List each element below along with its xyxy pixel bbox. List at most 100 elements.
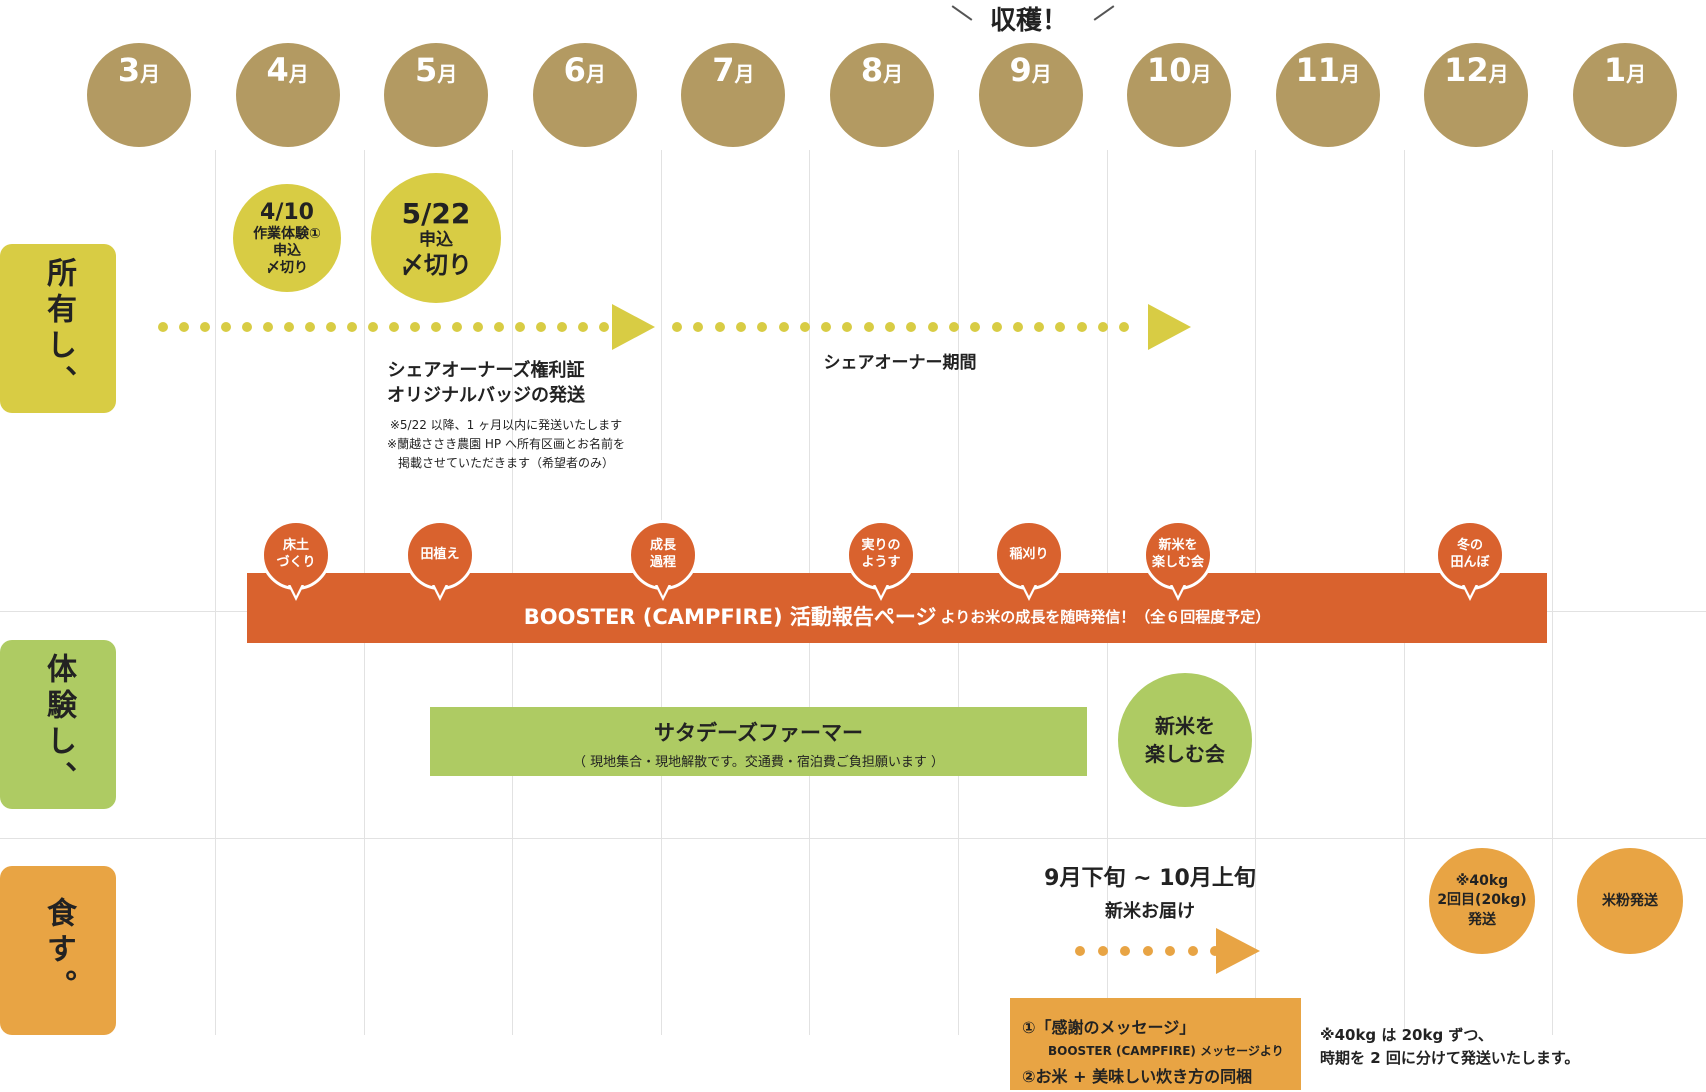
second-shipment: ※40kg 2回目(20kg) 発送 [1429,848,1535,954]
dot [242,322,252,332]
activity-report-link[interactable]: BOOSTER (CAMPFIRE) 活動報告ページ [523,605,937,629]
dot [284,322,294,332]
dot [693,322,704,332]
month-number: 9 [1009,51,1032,89]
box-line: ①「感謝のメッセージ」 [1022,1018,1196,1037]
dot [970,322,981,332]
dot [672,322,682,332]
dot [515,322,525,332]
dot [347,322,357,332]
pin-label: 成長過程 [650,538,676,572]
dot [1055,322,1066,332]
row-label-eat: 食す。 [0,866,116,1035]
pin-line: づくり [276,555,316,570]
note: ※40kg は 20kg ずつ、 [1320,1026,1493,1044]
grid-line [215,150,216,1035]
dot [599,322,609,332]
month-number: 11 [1295,51,1341,89]
pin-line: 稲刈り [1009,546,1049,562]
month-number: 10 [1146,51,1192,89]
grid-line [0,838,1706,839]
pin-label: 田植え [420,547,459,564]
dot [1034,322,1045,332]
dot [473,322,483,332]
grid-line [1552,150,1554,1035]
month-number: 3 [117,51,141,89]
rice-flour-shipment: 米粉発送 [1577,848,1683,954]
dot [821,322,832,332]
dot [1098,322,1108,332]
dot [757,322,768,332]
dot [991,322,1002,332]
pin-line: 成長 [649,538,676,554]
deadline-label: 申込 [419,230,453,251]
dot [842,322,853,332]
dot [863,322,874,332]
dot [557,322,567,332]
note: 時期を 2 回に分けて発送いたします。 [1320,1049,1580,1067]
dot [200,322,210,332]
deadline-label: 申込 [273,242,301,259]
month-number: 6 [563,51,586,89]
dot [305,322,315,332]
dot [1142,946,1153,956]
note: 掲載させていただきます（希望者のみ） [397,456,614,470]
box-line: ②お米 + 美味しい炊き方の同梱 [1022,1067,1253,1086]
month-number: 12 [1444,51,1489,89]
harvest-accent-left [951,5,973,21]
dot [389,322,399,332]
event-pin: 実りのようす [846,520,916,601]
event-pin: 冬の田んぼ [1435,520,1505,601]
dot [452,322,462,332]
pin-line: 田植え [420,546,460,562]
badge-notes: ※5/22 以降、1 ヶ月以内に発送いたします ※蘭越ささき農園 HP へ所有区… [346,416,666,473]
arrow-head [1148,304,1191,350]
pin-line: 冬の [1456,538,1483,554]
pin-label: 床土づくり [276,538,315,572]
deadline-label: 作業体験① [253,226,321,242]
event-pin: 床土づくり [261,520,331,601]
label: ※40kg [1455,872,1509,889]
dot [1165,946,1175,956]
month-number: 7 [712,51,735,89]
dot [885,322,895,332]
month-unit: 月 [1340,62,1361,86]
pin-label: 新米を楽しむ会 [1152,538,1204,572]
dot [1187,946,1198,956]
dot [1119,322,1130,332]
deadline-date: 5/22 [401,196,471,230]
dot [431,322,441,332]
dot [1012,322,1023,332]
pin-label: 稲刈り [1009,547,1048,564]
pin-label: 実りのようす [861,538,900,572]
delivery-label: 新米お届け [1105,901,1195,922]
deadline-label: 〆切り [266,259,308,276]
harvest-accent-right [1093,5,1115,21]
badge-title: シェアオーナーズ権利証 [387,360,585,381]
pin-line: 過程 [649,555,676,570]
dot [1075,946,1085,956]
month-unit: 月 [1031,62,1052,86]
dot [1097,946,1108,956]
badge-title: オリジナルバッジの発送 [387,385,585,406]
pin-line: 新米を [1158,538,1198,554]
dot [1120,946,1130,956]
badge-shipping: シェアオーナーズ権利証 オリジナルバッジの発送 [336,358,636,408]
pin-line: 実りの [861,538,901,554]
party-label: 楽しむ会 [1145,742,1225,766]
dot [494,322,504,332]
pin-line: 床土 [282,538,309,554]
dot [578,322,588,332]
note: ※蘭越ささき農園 HP へ所有区画とお名前を [387,437,625,451]
month-unit: 月 [437,62,458,86]
deadline-4-10: 4/10 作業体験① 申込 〆切り [233,184,341,292]
